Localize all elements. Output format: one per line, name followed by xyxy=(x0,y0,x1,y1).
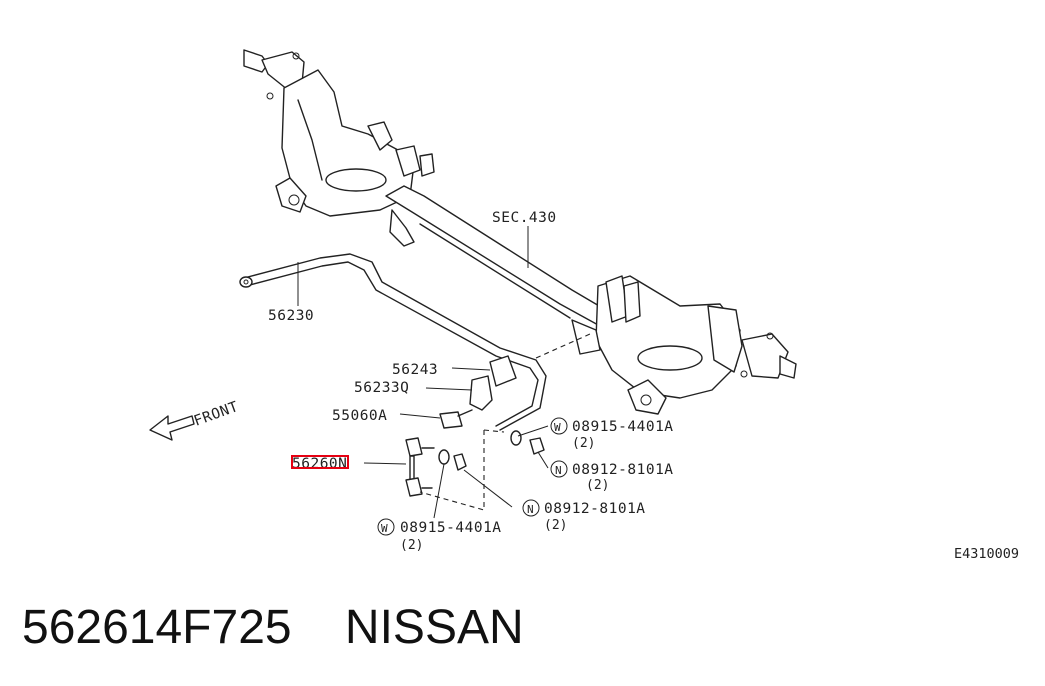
sec-ref-label: SEC.430 xyxy=(492,210,557,226)
stabilizer-bar xyxy=(239,253,547,431)
connecting-rod-label: 56260N xyxy=(292,456,347,472)
front-arrow-icon xyxy=(149,415,195,441)
caption-gap xyxy=(292,601,345,654)
brand-name: NISSAN xyxy=(344,601,524,654)
part-highlight-box xyxy=(291,455,349,469)
assembly-guides xyxy=(419,333,591,511)
bolt-label: 55060A xyxy=(332,408,387,424)
caption: 562614F725 NISSAN xyxy=(22,596,524,660)
nut-upper-qty: (2) xyxy=(586,478,609,493)
nut-symbol-lower: N xyxy=(527,503,534,516)
parts-diagram: FRONT SEC.430 56230 56243 56233Q 55060A … xyxy=(149,49,1019,562)
washer-symbol-upper: W xyxy=(554,421,561,434)
nut-symbol-upper: N xyxy=(555,464,562,477)
front-label: FRONT xyxy=(192,399,241,430)
figure-code: E4310009 xyxy=(954,546,1019,562)
clamp-label: 56233Q xyxy=(354,380,409,396)
nut-lower-label: 08912-8101A xyxy=(544,501,646,517)
washer-upper-label: 08915-4401A xyxy=(572,419,674,435)
connecting-rod xyxy=(405,430,545,497)
bushing-label: 56243 xyxy=(392,362,438,378)
washer-upper-qty: (2) xyxy=(572,436,595,451)
part-number: 562614F725 xyxy=(22,601,292,654)
washer-lower-qty: (2) xyxy=(400,538,423,553)
washer-lower-label: 08915-4401A xyxy=(400,520,502,536)
washer-symbol-lower: W xyxy=(381,522,388,535)
nut-lower-qty: (2) xyxy=(544,518,567,533)
rear-axle-assembly xyxy=(243,49,797,415)
nut-upper-label: 08912-8101A xyxy=(572,462,674,478)
stabilizer-bar-label: 56230 xyxy=(268,308,314,324)
clamp-and-bolt xyxy=(439,375,493,429)
leader-lines xyxy=(297,226,549,519)
